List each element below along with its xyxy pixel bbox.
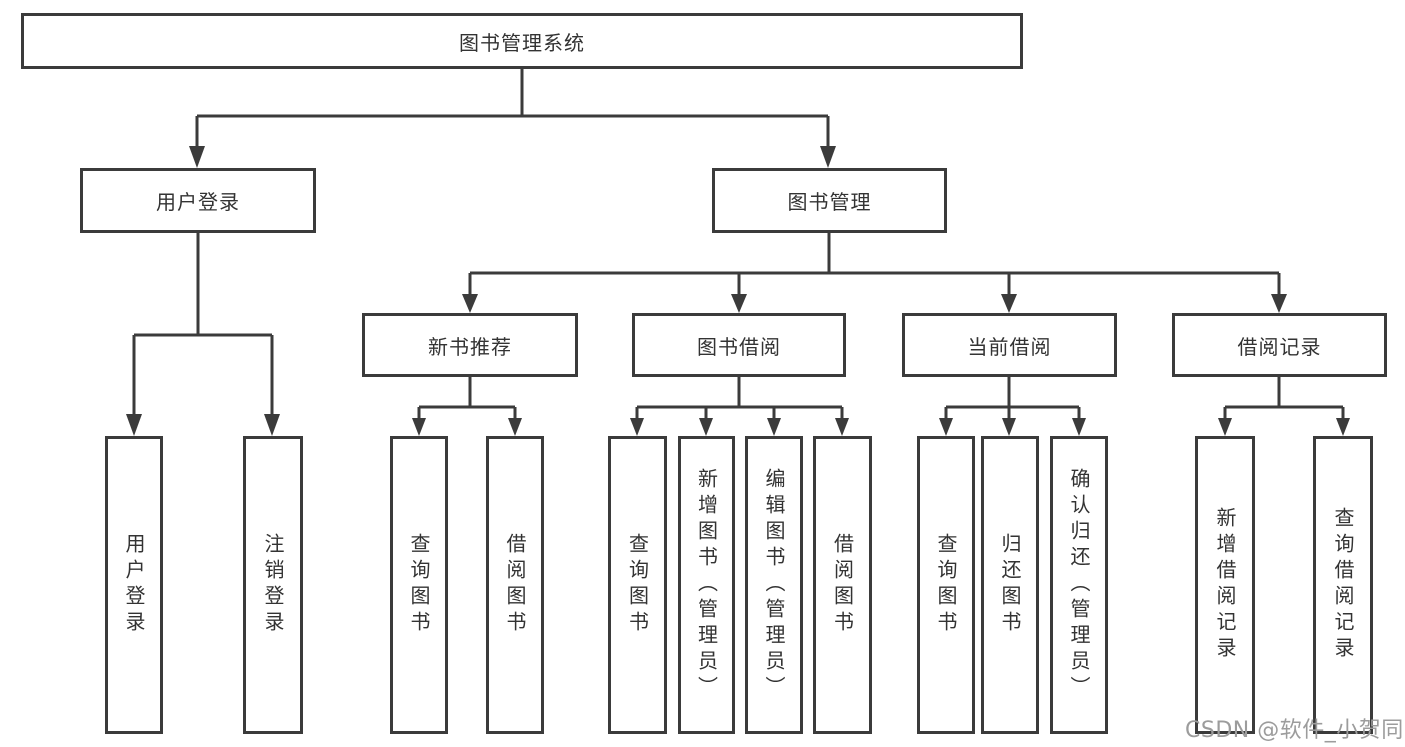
leaf-query-books-recommend: 查询图书 bbox=[390, 436, 448, 734]
leaf-query-books-borrowing-label: 查询图书 bbox=[625, 533, 650, 637]
node-borrowing-records-label: 借阅记录 bbox=[1237, 334, 1322, 359]
node-book-borrowing: 图书借阅 bbox=[632, 313, 846, 377]
leaf-add-book-admin: 新增图书（管理员） bbox=[678, 436, 735, 734]
leaf-query-borrow-record-label: 查询借阅记录 bbox=[1331, 507, 1355, 663]
leaf-logout: 注销登录 bbox=[243, 436, 303, 734]
node-borrowing-records: 借阅记录 bbox=[1172, 313, 1387, 377]
leaf-user-login: 用户登录 bbox=[105, 436, 163, 734]
node-library-system-label: 图书管理系统 bbox=[459, 30, 585, 55]
node-library-system: 图书管理系统 bbox=[21, 13, 1023, 69]
leaf-edit-book-admin: 编辑图书（管理员） bbox=[745, 436, 803, 734]
leaf-confirm-return-admin-label: 确认归还（管理员） bbox=[1067, 468, 1091, 702]
node-book-management: 图书管理 bbox=[712, 168, 947, 233]
leaf-logout-label: 注销登录 bbox=[261, 533, 285, 637]
node-current-borrowing-label: 当前借阅 bbox=[967, 334, 1052, 359]
node-book-management-label: 图书管理 bbox=[787, 190, 872, 214]
leaf-query-books-recommend-label: 查询图书 bbox=[407, 533, 431, 637]
leaf-borrow-books-borrowing-label: 借阅图书 bbox=[830, 533, 855, 637]
leaf-borrow-books-borrowing: 借阅图书 bbox=[813, 436, 872, 734]
leaf-add-book-admin-label: 新增图书（管理员） bbox=[694, 468, 719, 702]
leaf-query-books-borrowing: 查询图书 bbox=[608, 436, 667, 734]
leaf-add-borrow-record: 新增借阅记录 bbox=[1195, 436, 1255, 734]
node-book-borrowing-label: 图书借阅 bbox=[697, 334, 781, 359]
node-new-book-recommend: 新书推荐 bbox=[362, 313, 578, 377]
leaf-query-borrow-record: 查询借阅记录 bbox=[1313, 436, 1373, 734]
leaf-borrow-books-recommend-label: 借阅图书 bbox=[503, 533, 527, 637]
leaf-query-books-current: 查询图书 bbox=[917, 436, 975, 734]
leaf-add-borrow-record-label: 新增借阅记录 bbox=[1213, 507, 1237, 663]
leaf-query-books-current-label: 查询图书 bbox=[934, 533, 958, 637]
node-current-borrowing: 当前借阅 bbox=[902, 313, 1117, 377]
leaf-return-book: 归还图书 bbox=[981, 436, 1039, 734]
leaf-return-book-label: 归还图书 bbox=[998, 533, 1022, 637]
node-user-login: 用户登录 bbox=[80, 168, 316, 233]
watermark-text: CSDN @软件_小贺同学 bbox=[1185, 718, 1405, 743]
leaf-confirm-return-admin: 确认归还（管理员） bbox=[1050, 436, 1108, 734]
node-user-login-label: 用户登录 bbox=[156, 190, 240, 214]
leaf-borrow-books-recommend: 借阅图书 bbox=[486, 436, 544, 734]
node-new-book-recommend-label: 新书推荐 bbox=[428, 334, 512, 359]
leaf-edit-book-admin-label: 编辑图书（管理员） bbox=[762, 468, 786, 702]
leaf-user-login-label: 用户登录 bbox=[122, 533, 146, 637]
